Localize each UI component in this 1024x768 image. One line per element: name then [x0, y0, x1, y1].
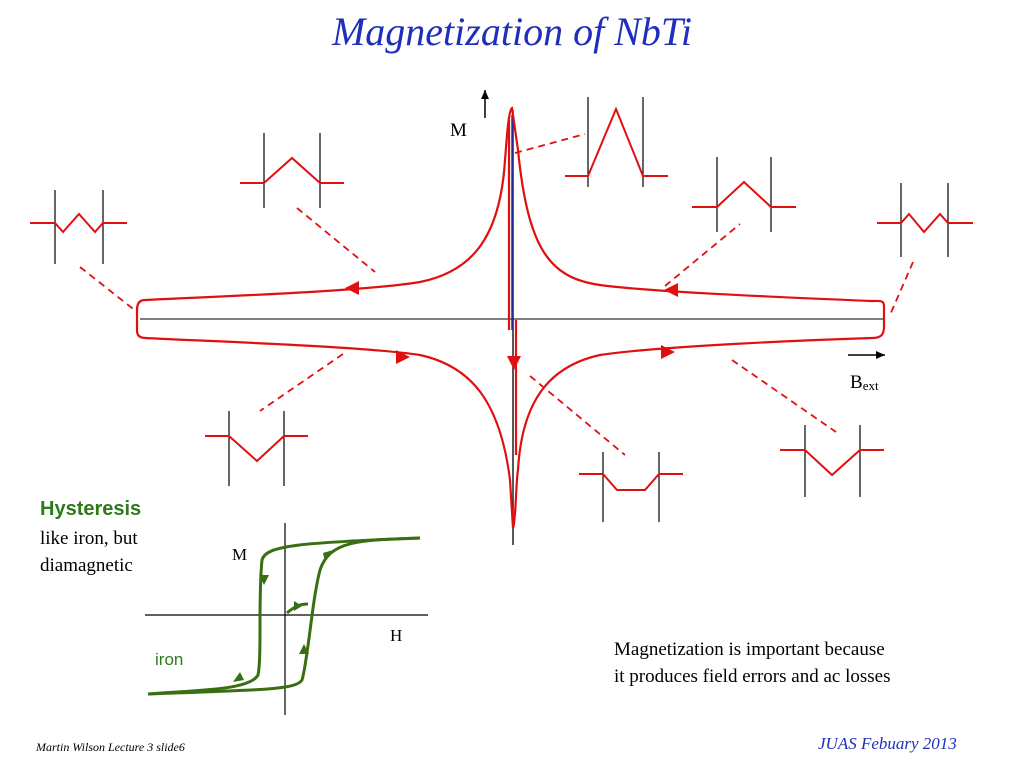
m-axis-label: M	[450, 120, 467, 141]
iron-m-axis-label: M	[232, 545, 248, 564]
field-profile-inset	[692, 157, 796, 232]
bext-base: B	[850, 372, 863, 393]
field-profile-inset	[565, 97, 668, 187]
hysteresis-desc-line1: like iron, but	[40, 528, 138, 549]
bext-sub: ext	[862, 378, 879, 393]
iron-hysteresis-plot	[145, 523, 428, 715]
slide-title: Magnetization of NbTi	[331, 9, 693, 54]
bext-axis-label: Bext	[850, 372, 879, 394]
field-profile-inset	[780, 425, 884, 497]
footer-event: JUAS Febuary 2013	[818, 734, 957, 753]
footer-author: Martin Wilson Lecture 3 slide6	[36, 740, 185, 754]
note-line2: it produces field errors and ac losses	[614, 666, 891, 687]
iron-curve-label: iron	[155, 650, 184, 669]
iron-h-axis-label: H	[390, 626, 403, 645]
field-profile-inset	[877, 183, 973, 257]
note-line1: Magnetization is important because	[614, 639, 885, 660]
field-profile-inset	[240, 133, 344, 208]
curve-arrow	[507, 356, 521, 370]
curve-arrow	[661, 345, 675, 359]
curve-arrow	[664, 283, 678, 297]
hysteresis-desc-line2: diamagnetic	[40, 555, 133, 576]
curve-arrow	[396, 350, 410, 364]
hysteresis-heading: Hysteresis	[40, 498, 142, 520]
field-profile-inset	[205, 411, 308, 486]
leader-lines	[79, 133, 914, 456]
magnetization-curve	[135, 106, 886, 529]
curve-arrow	[345, 281, 359, 295]
field-profile-inset	[30, 190, 127, 264]
field-profile-inset	[579, 452, 683, 522]
